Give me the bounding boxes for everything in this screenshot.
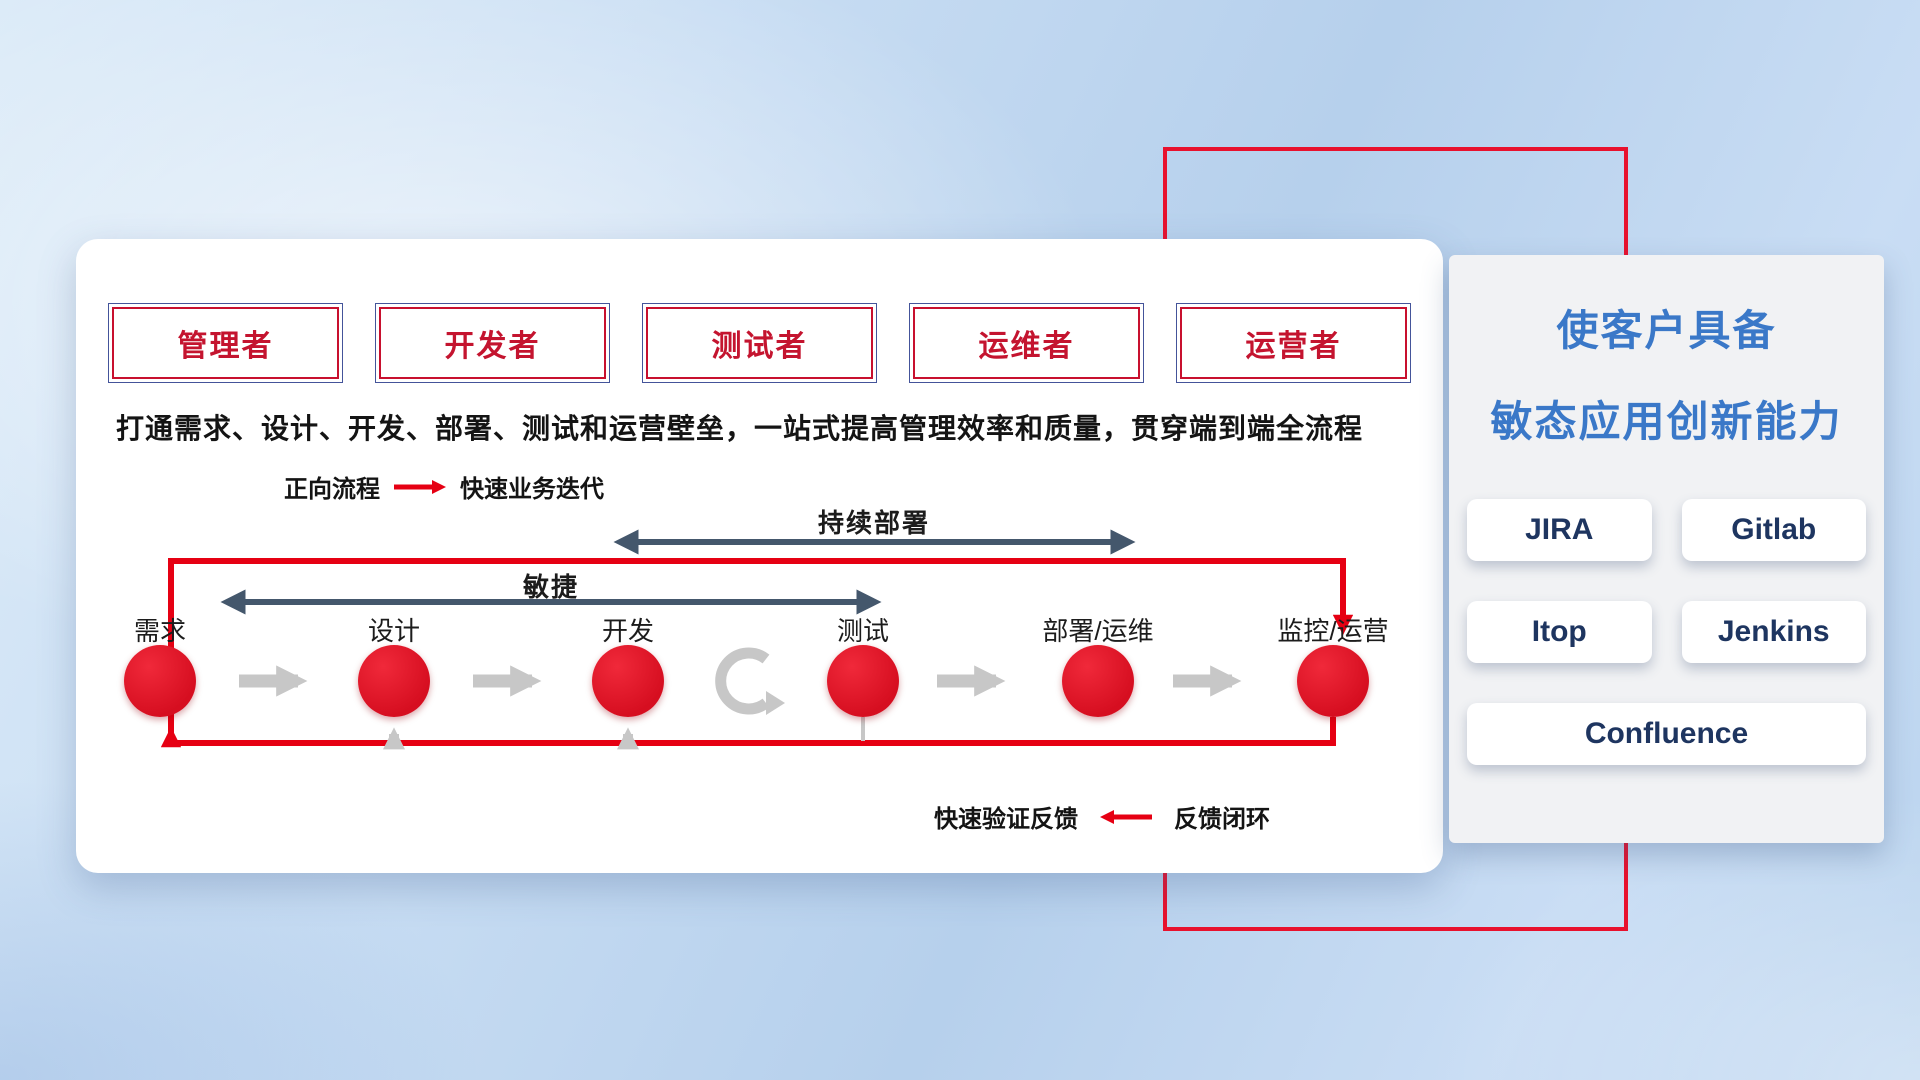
stage-dot-test [827,645,899,717]
capability-title-line1: 使客户具备 [1556,307,1777,354]
stage-label-dev: 开发 [601,616,654,646]
capability-title-line2: 敏态应用创新能力 [1490,398,1843,445]
tool-chip-jira: JIRA [1467,499,1652,561]
tool-chip-itop: Itop [1467,601,1652,663]
capability-panel: 使客户具备 敏态应用创新能力 JIRA Gitlab Itop Jenkins … [1449,255,1884,843]
legend-feedback-value: 反馈闭环 [1174,806,1270,833]
role-label: 测试者 [646,307,873,379]
iteration-loop-arrowhead [766,691,785,715]
stage-label-design: 设计 [367,616,420,646]
tools-grid: JIRA Gitlab Itop Jenkins Confluence [1449,499,1884,765]
stage-dot-demand [124,645,196,717]
tool-chip-jenkins: Jenkins [1681,601,1866,663]
role-label: 运营者 [1180,307,1407,379]
role-box-developer: 开发者 [375,303,610,383]
iteration-loop-icon [715,647,770,715]
feedback-loop-line [171,717,1336,746]
stage-dot-monitor [1297,645,1369,717]
continuous-deploy-label: 持续部署 [817,508,931,538]
stage-label-monitor: 监控/运营 [1277,616,1389,646]
role-label: 运维者 [913,307,1140,379]
role-box-manager: 管理者 [108,303,343,383]
legend-forward-value: 快速业务迭代 [460,476,604,503]
stage-label-deploy: 部署/运维 [1042,616,1154,646]
role-box-operator: 运营者 [1176,303,1411,383]
forward-arrow-icon [394,479,446,494]
role-label: 管理者 [112,307,339,379]
tool-chip-confluence: Confluence [1467,703,1866,765]
role-box-ops: 运维者 [909,303,1144,383]
flow-diagram-canvas [160,529,1354,750]
stage-dot-deploy [1062,645,1134,717]
stage-label-demand: 需求 [133,616,186,646]
role-box-tester: 测试者 [642,303,877,383]
roles-row: 管理者 开发者 测试者 运维者 运营者 [108,303,1411,383]
tool-chip-gitlab: Gitlab [1681,499,1866,561]
role-label: 开发者 [379,307,606,379]
legend-forward-label: 正向流程 [284,476,380,503]
agile-label: 敏捷 [522,572,580,602]
feedback-arrow-icon [1100,809,1152,824]
flow-description: 打通需求、设计、开发、部署、测试和运营壁垒，一站式提高管理效率和质量，贯穿端到端… [116,413,1364,444]
stage-label-test: 测试 [836,616,889,646]
devops-flow-panel: 管理者 开发者 测试者 运维者 运营者 打通需求、设计、开发、部署、测试和运营壁… [76,239,1443,873]
legend-feedback: 快速验证反馈 反馈闭环 [934,799,1270,834]
stage-dot-dev [592,645,664,717]
legend-feedback-label: 快速验证反馈 [934,806,1078,833]
legend-forward: 正向流程 快速业务迭代 [284,469,604,504]
stage-dot-design [358,645,430,717]
